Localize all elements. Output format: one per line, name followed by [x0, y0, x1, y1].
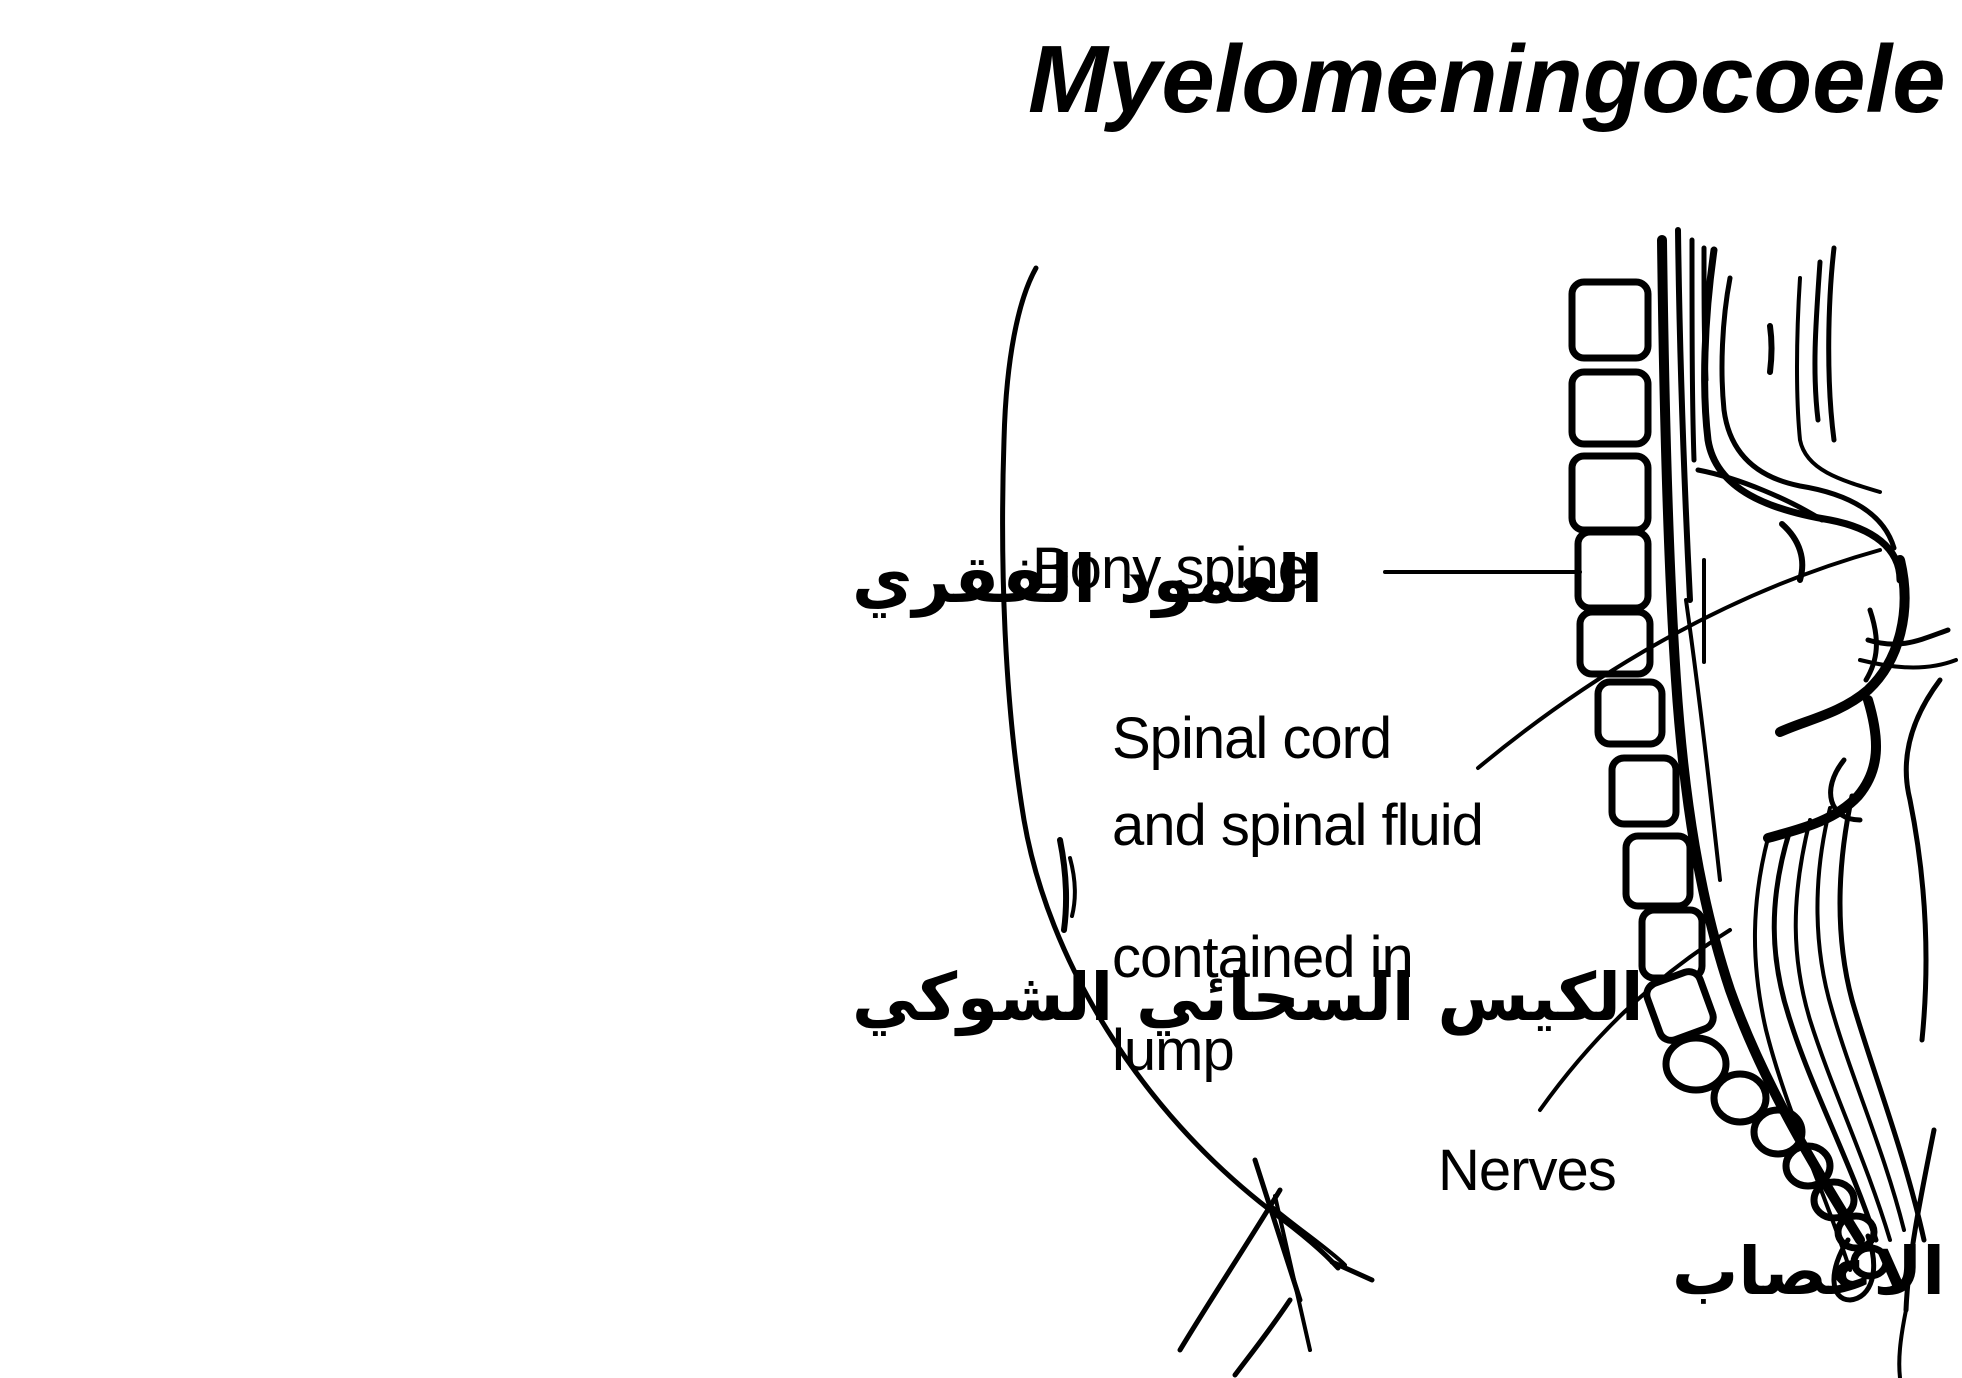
label-bony-spine: Bony spine [1032, 536, 1309, 601]
label-spinal-cord-line-1: Spinal cord [1112, 706, 1391, 771]
vertebra-6 [1598, 682, 1662, 744]
figure-title: Myelomeningocoele [1028, 26, 1946, 133]
vertebra-5 [1580, 612, 1650, 674]
label-nerves: Nerves [1438, 1138, 1616, 1203]
vertebra-1 [1572, 282, 1648, 358]
vertebra-7 [1612, 758, 1676, 824]
vertebra-8 [1626, 836, 1690, 906]
vertebra-4 [1578, 532, 1648, 608]
vertebra-9 [1642, 910, 1702, 978]
label-nerves-arabic: الاعصاب [1672, 1233, 1945, 1310]
label-spinal-cord-line-3: contained in [1112, 925, 1413, 990]
vertebra-3 [1572, 456, 1648, 530]
label-spinal-cord-line-4: lump [1112, 1018, 1234, 1083]
vertebra-2 [1572, 372, 1648, 444]
meningeal-sac [1698, 248, 1956, 838]
label-spinal-cord-line-2: and spinal fluid [1112, 793, 1483, 858]
